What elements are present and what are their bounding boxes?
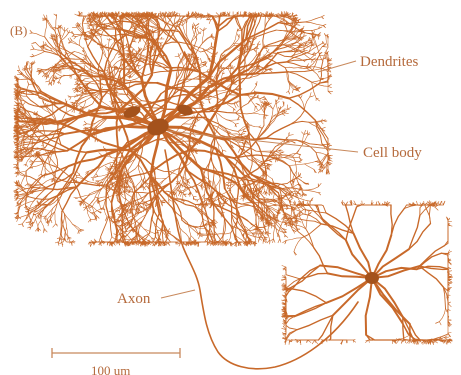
large-neuron bbox=[13, 11, 333, 247]
axon-leader-line bbox=[161, 290, 195, 298]
cell-body-label: Cell body bbox=[363, 146, 422, 161]
scale-bar bbox=[52, 348, 180, 358]
scale-bar-label: 100 um bbox=[91, 364, 130, 375]
dendrites-label: Dendrites bbox=[360, 55, 418, 70]
dendrites-leader-line bbox=[318, 61, 356, 72]
panel-letter: (B) bbox=[10, 24, 27, 37]
axon-label: Axon bbox=[117, 292, 150, 307]
small-neuron bbox=[281, 200, 453, 345]
